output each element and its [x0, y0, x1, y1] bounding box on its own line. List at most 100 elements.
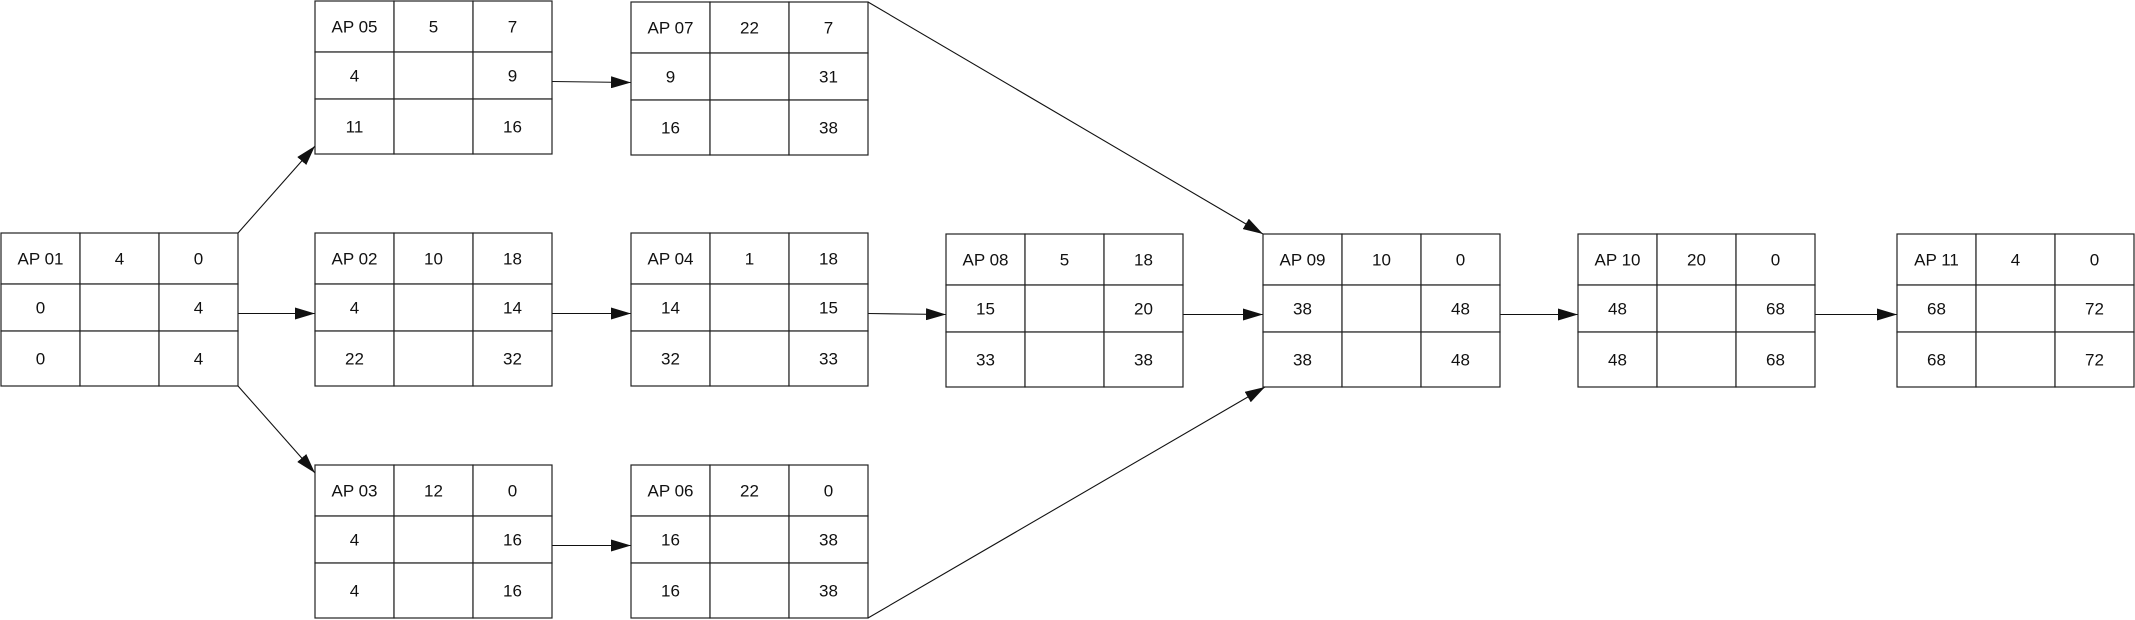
node-cell	[1262, 284, 1343, 333]
node-value-es: 4	[350, 67, 359, 86]
node-label: AP 03	[331, 482, 377, 501]
node-cell	[393, 0, 474, 53]
node-value-ls: 33	[976, 351, 995, 370]
node-label: AP 08	[962, 251, 1008, 270]
node-label: AP 07	[647, 19, 693, 38]
node-value-lf: 32	[503, 350, 522, 369]
node-cell	[79, 330, 160, 387]
node-cell	[1262, 233, 1343, 286]
node-cell	[1735, 331, 1816, 388]
node-label: AP 04	[647, 250, 693, 269]
node-cell	[2054, 233, 2135, 286]
node-value-es: 15	[976, 300, 995, 319]
node-cell	[393, 98, 474, 155]
node-value-lf: 16	[503, 118, 522, 137]
node-value-ef: 4	[194, 299, 203, 318]
node-cell	[788, 562, 869, 619]
node-cell	[158, 232, 239, 285]
node-cell	[2054, 284, 2135, 333]
node-value-lf: 38	[819, 119, 838, 138]
node-cell	[1103, 233, 1184, 286]
node-cell	[314, 562, 395, 619]
node-value-duration: 5	[429, 18, 438, 37]
node-value-ls: 68	[1927, 351, 1946, 370]
node-value-float: 0	[2090, 251, 2099, 270]
node-cell	[709, 283, 790, 332]
node-cell	[393, 283, 474, 332]
node-cell	[1420, 233, 1501, 286]
node-value-float: 18	[819, 250, 838, 269]
node-cell	[472, 562, 553, 619]
node-cell	[158, 330, 239, 387]
node-cell	[472, 464, 553, 517]
node-value-ls: 0	[36, 350, 45, 369]
node-cell	[709, 52, 790, 101]
node-label: AP 01	[17, 250, 63, 269]
node-cell	[709, 99, 790, 156]
node-label: AP 02	[331, 250, 377, 269]
node-cell	[314, 51, 395, 100]
node-value-es: 9	[666, 68, 675, 87]
node-cell	[1975, 331, 2056, 388]
node-cell	[472, 0, 553, 53]
node-label: AP 10	[1594, 251, 1640, 270]
node-value-es: 38	[1293, 300, 1312, 319]
node-cell	[393, 562, 474, 619]
node-value-ef: 38	[819, 531, 838, 550]
node-cell	[0, 283, 81, 332]
node-value-ef: 16	[503, 531, 522, 550]
node-cell	[788, 99, 869, 156]
node-value-lf: 68	[1766, 351, 1785, 370]
node-cell	[1975, 284, 2056, 333]
node-cell	[1103, 331, 1184, 388]
node-value-es: 48	[1608, 300, 1627, 319]
node-value-float: 0	[194, 250, 203, 269]
edge-ap-04-to-ap-08	[867, 308, 947, 321]
node-cell	[788, 232, 869, 285]
node-value-float: 18	[1134, 251, 1153, 270]
edge-ap-07-to-ap-09	[867, 1, 1264, 235]
edge-ap-05-to-ap-07	[551, 76, 632, 89]
node-cell	[1420, 284, 1501, 333]
node-label: AP 11	[1914, 251, 1959, 270]
node-cell	[472, 330, 553, 387]
node-cell	[788, 330, 869, 387]
node-cell	[945, 331, 1026, 388]
node-cell	[1024, 284, 1105, 333]
node-cell	[472, 98, 553, 155]
edge-ap-01-to-ap-05	[237, 145, 316, 234]
node-cell	[1975, 233, 2056, 286]
node-cell	[472, 283, 553, 332]
node-cell	[393, 232, 474, 285]
edge-ap-01-to-ap-03	[237, 385, 316, 474]
node-value-ls: 48	[1608, 351, 1627, 370]
node-value-ef: 14	[503, 299, 522, 318]
node-value-float: 7	[824, 19, 833, 38]
node-cell	[1577, 331, 1658, 388]
node-cell	[1656, 331, 1737, 388]
node-value-ls: 16	[661, 119, 680, 138]
node-cell	[1577, 284, 1658, 333]
node-value-ef: 48	[1451, 300, 1470, 319]
node-value-duration: 10	[1372, 251, 1391, 270]
node-cell	[630, 52, 711, 101]
node-cell	[79, 232, 160, 285]
node-cell	[314, 283, 395, 332]
node-value-lf: 16	[503, 582, 522, 601]
node-label: AP 06	[647, 482, 693, 501]
node-value-duration: 10	[424, 250, 443, 269]
node-cell	[472, 232, 553, 285]
node-cell	[1577, 233, 1658, 286]
node-value-duration: 5	[1060, 251, 1069, 270]
node-cell	[393, 515, 474, 564]
node-value-ef: 20	[1134, 300, 1153, 319]
